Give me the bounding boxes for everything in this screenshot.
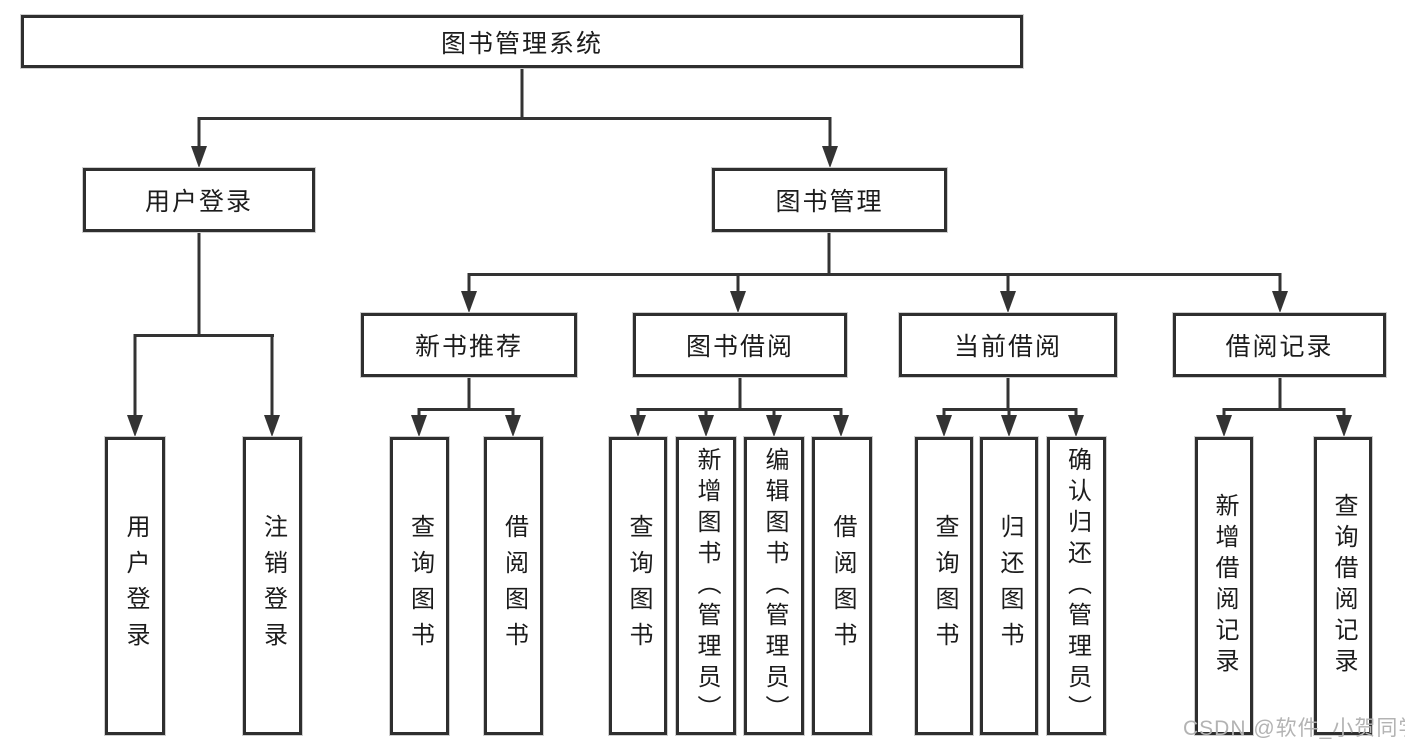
connector-new-book-recommend-children <box>411 377 521 437</box>
node-book-management: 图书管理 <box>712 168 947 232</box>
node-leaf-edit-books-admin-label: 编辑图书（管理员） <box>761 446 788 726</box>
node-leaf-return-books: 归还图书 <box>980 437 1038 735</box>
node-current-borrowing: 当前借阅 <box>899 313 1117 377</box>
node-leaf-borrow-books-borrowing-label: 借阅图书 <box>829 514 856 658</box>
connector-borrowing-records-children <box>1216 377 1352 437</box>
node-leaf-borrow-books-borrowing: 借阅图书 <box>812 437 872 735</box>
node-new-book-recommend: 新书推荐 <box>361 313 577 377</box>
node-leaf-query-borrow-record-label: 查询借阅记录 <box>1330 493 1357 679</box>
node-borrowing-records: 借阅记录 <box>1173 313 1386 377</box>
node-leaf-logout: 注销登录 <box>243 437 302 735</box>
node-leaf-query-books-current-label: 查询图书 <box>931 514 958 658</box>
connector-current-borrowing-children <box>936 377 1084 437</box>
node-leaf-user-login-label: 用户登录 <box>122 514 149 658</box>
connector-book-borrowing-children <box>630 377 849 437</box>
node-leaf-query-books-recommend: 查询图书 <box>390 437 449 735</box>
connector-user-login-children <box>127 232 280 437</box>
node-leaf-borrow-books-recommend-label: 借阅图书 <box>500 514 528 658</box>
node-leaf-logout-label: 注销登录 <box>259 514 287 658</box>
node-leaf-borrow-books-recommend: 借阅图书 <box>484 437 543 735</box>
node-leaf-add-books-admin-label: 新增图书（管理员） <box>693 446 720 726</box>
node-leaf-edit-books-admin: 编辑图书（管理员） <box>744 437 804 735</box>
node-leaf-query-borrow-record: 查询借阅记录 <box>1314 437 1372 735</box>
node-library-system: 图书管理系统 <box>21 15 1023 68</box>
node-leaf-confirm-return-admin-label: 确认归还（管理员） <box>1063 446 1091 726</box>
node-leaf-add-borrow-record: 新增借阅记录 <box>1195 437 1253 735</box>
watermark: CSDN @软件_小贺同学 <box>1183 717 1405 740</box>
node-leaf-query-books-borrowing: 查询图书 <box>609 437 667 735</box>
node-leaf-query-books-borrowing-label: 查询图书 <box>625 514 652 658</box>
node-book-borrowing: 图书借阅 <box>633 313 847 377</box>
node-leaf-add-books-admin: 新增图书（管理员） <box>676 437 736 735</box>
node-leaf-query-books-recommend-label: 查询图书 <box>406 514 434 658</box>
connector-book-management-children <box>461 232 1288 313</box>
node-leaf-confirm-return-admin: 确认归还（管理员） <box>1047 437 1106 735</box>
node-leaf-query-books-current: 查询图书 <box>915 437 973 735</box>
connector-root-to-level2 <box>191 68 838 168</box>
node-leaf-add-borrow-record-label: 新增借阅记录 <box>1211 493 1238 679</box>
node-leaf-user-login: 用户登录 <box>105 437 165 735</box>
node-user-login: 用户登录 <box>83 168 315 232</box>
node-leaf-return-books-label: 归还图书 <box>996 514 1023 658</box>
